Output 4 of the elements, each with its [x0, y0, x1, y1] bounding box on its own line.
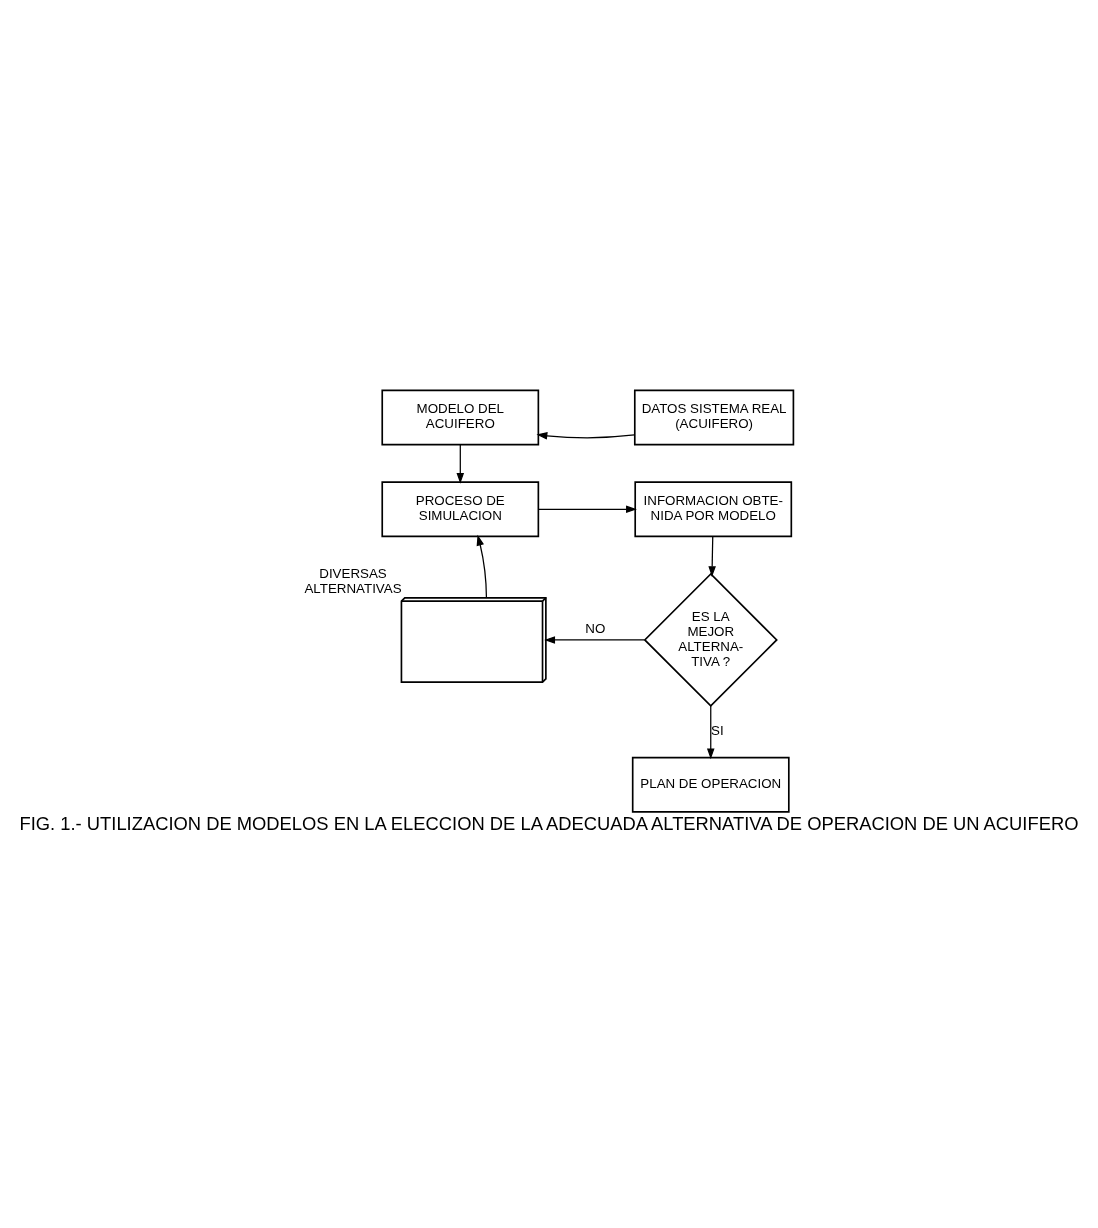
caption: FIG. 1.- UTILIZACION DE MODELOS EN LA ELECCION DE LA ADECUADA ALTERNATIVA DE OPERACION DE UN ACUIFERO — [19, 812, 1079, 834]
edge-label: SI — [711, 722, 724, 738]
node-label: DIVERSAS ALTERNATIVAS — [304, 565, 402, 596]
edge-label: NO — [585, 620, 606, 636]
